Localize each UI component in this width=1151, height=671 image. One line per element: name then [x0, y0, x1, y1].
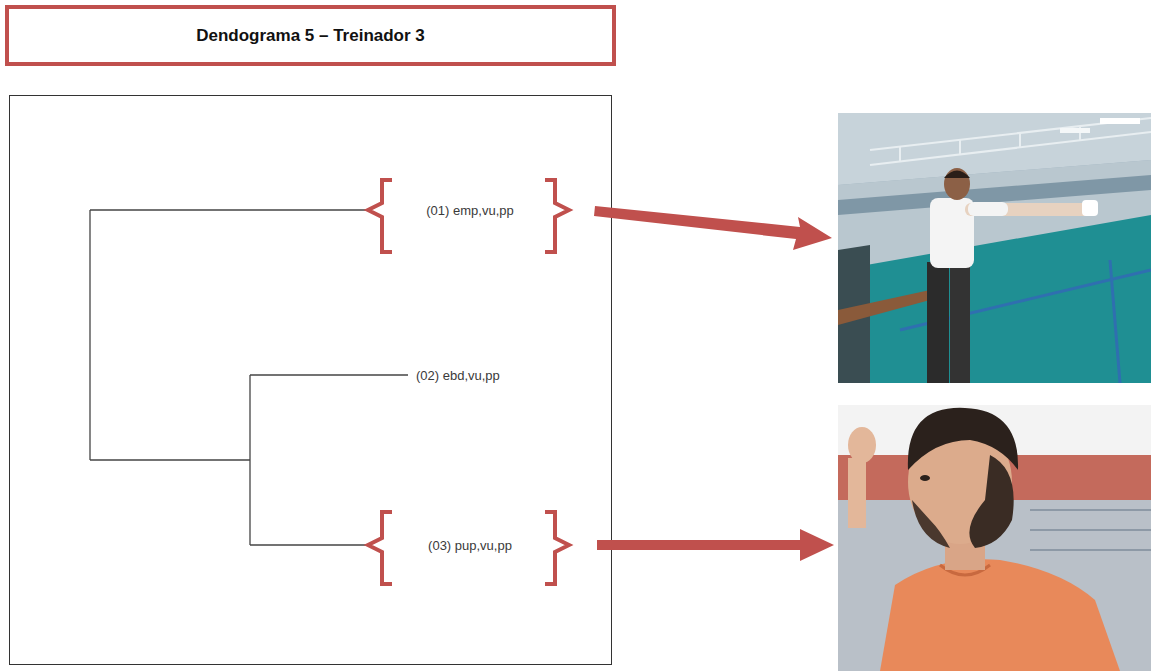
inner-branch	[90, 459, 250, 460]
leaf-label: (01) emp,vu,pp	[426, 203, 513, 218]
leaf-holder: (02) ebd,vu,pp	[416, 368, 500, 383]
leaf-branch	[250, 544, 368, 545]
leaf-holder: (01) emp,vu,pp	[426, 203, 513, 218]
title-frame	[7, 7, 614, 64]
dendrogram-frame	[10, 96, 612, 665]
brackets	[368, 180, 569, 584]
leaf-branch	[90, 209, 368, 210]
diagram-title: Dendograma 5 – Treinador 3	[196, 26, 425, 46]
leaf-branch	[250, 374, 408, 375]
left-bracket	[368, 180, 392, 252]
photo-coach-gym	[838, 113, 1151, 383]
leaf-label: (02) ebd,vu,pp	[416, 368, 500, 383]
left-bracket	[368, 512, 392, 584]
photo-coach-portrait	[838, 405, 1151, 671]
root-branch	[89, 210, 90, 460]
pointer-arrow	[597, 529, 834, 561]
inner-branch	[249, 375, 250, 545]
leaf-holder: (03) pup,vu,pp	[428, 538, 512, 553]
dendrogram-tree	[90, 210, 408, 545]
right-bracket	[545, 512, 569, 584]
pointer-arrow	[594, 206, 832, 250]
title-holder: Dendograma 5 – Treinador 3	[196, 26, 425, 46]
arrows	[594, 206, 834, 561]
right-bracket	[545, 180, 569, 252]
leaf-label: (03) pup,vu,pp	[428, 538, 512, 553]
